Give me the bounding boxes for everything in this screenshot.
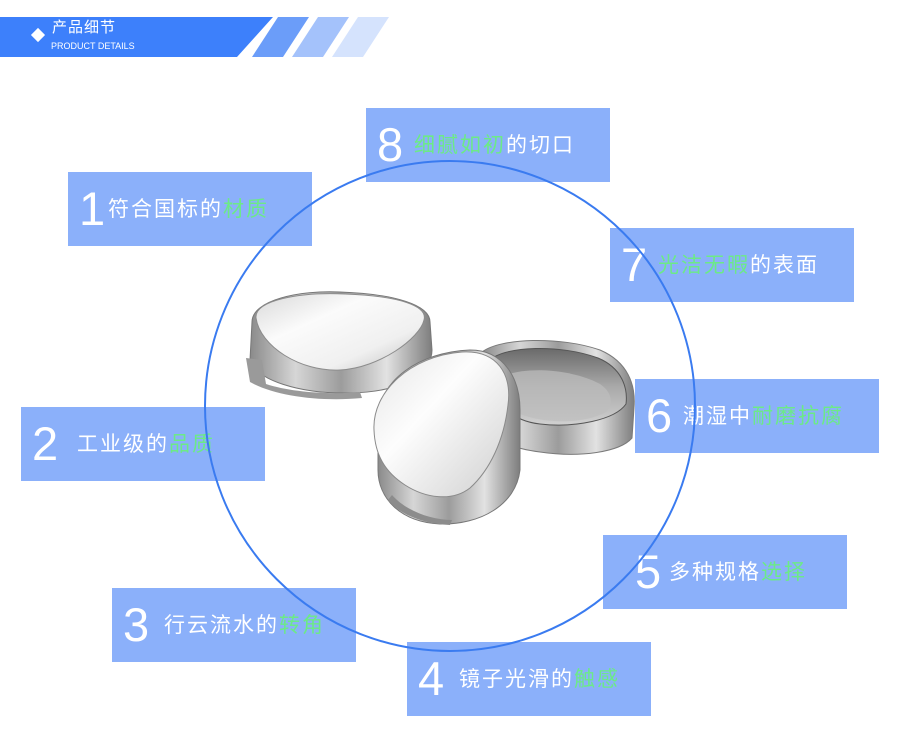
feature-number: 3 [123,598,150,651]
feature-7: 7 光洁无暇的表面 [610,228,854,302]
feature-3: 3 行云流水的转角 [112,588,356,662]
section-title: 产品细节 [52,18,117,36]
feature-text: 细腻如初的切口 [414,133,575,157]
feature-number: 1 [79,182,106,235]
feature-text: 光洁无暇的表面 [658,253,819,277]
feature-text: 潮湿中耐磨抗腐 [683,404,844,428]
feature-4: 4 镜子光滑的触感 [407,642,651,716]
feature-8: 8 细腻如初的切口 [366,108,610,182]
section-header: 产品细节 PRODUCT DETAILS [0,0,400,70]
feature-number: 5 [635,545,662,598]
feature-number: 2 [32,417,59,470]
feature-5: 5 多种规格选择 [603,535,847,609]
feature-text: 工业级的品质 [77,432,215,456]
feature-6: 6 潮湿中耐磨抗腐 [635,379,879,453]
section-subtitle: PRODUCT DETAILS [51,41,135,51]
feature-text: 符合国标的材质 [108,197,269,221]
feature-number: 4 [418,652,445,705]
feature-1: 1 符合国标的材质 [68,172,312,246]
header-banner-shapes [0,17,389,57]
feature-number: 6 [646,389,673,442]
feature-number: 7 [621,238,648,291]
feature-text: 镜子光滑的触感 [459,667,620,691]
feature-text: 行云流水的转角 [164,613,325,637]
feature-number: 8 [377,118,404,171]
feature-text: 多种规格选择 [669,560,807,584]
feature-2: 2 工业级的品质 [21,407,265,481]
